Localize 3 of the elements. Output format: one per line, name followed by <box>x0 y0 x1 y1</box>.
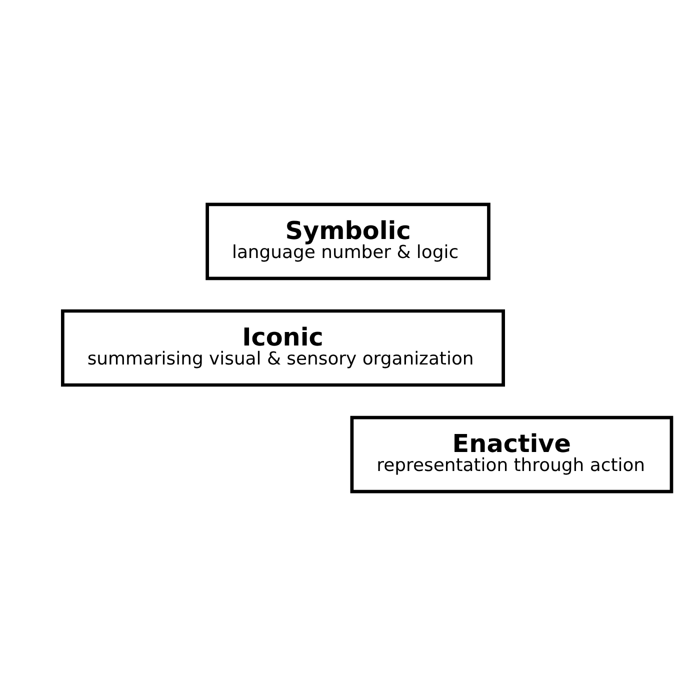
node-box: Symbolic language number & logic <box>206 202 490 280</box>
node-box: Enactive representation through action <box>350 416 674 494</box>
node-box: Iconic summarising visual & sensory organization <box>61 309 505 387</box>
